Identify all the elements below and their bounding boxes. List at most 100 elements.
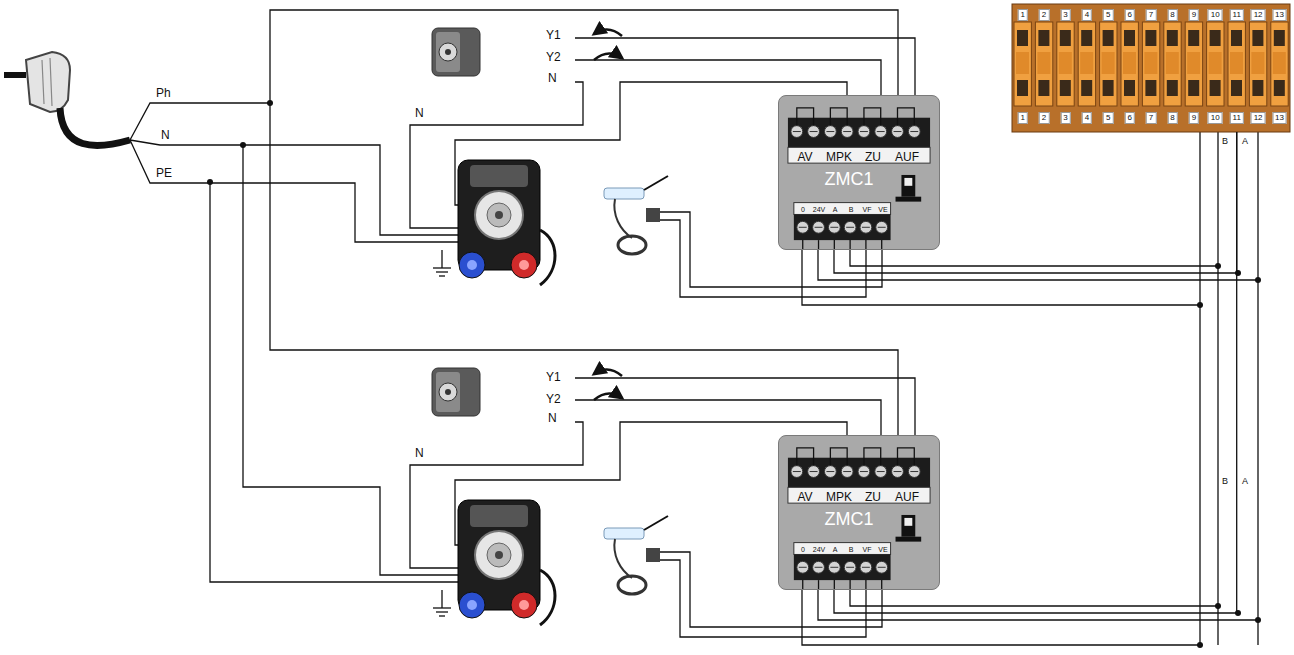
terminal-number: 3	[1060, 9, 1070, 21]
terminal-part	[864, 108, 881, 126]
terminal-number: 6	[1124, 9, 1134, 21]
terminal-strip	[1145, 30, 1156, 46]
terminal-label: VE	[878, 206, 887, 213]
terminal-strip	[1164, 22, 1181, 106]
terminal-strip	[1078, 22, 1095, 106]
terminal-strip	[1251, 52, 1264, 74]
terminal-part	[799, 567, 807, 568]
junction-dot	[207, 179, 213, 185]
terminal-part	[813, 221, 825, 233]
terminal-label: AV	[797, 491, 812, 503]
terminal-part	[908, 126, 920, 138]
controller-box: AVMPKZUAUFZMC1024VABVFVE	[778, 435, 940, 590]
terminal-strip	[1081, 80, 1092, 96]
terminal-part	[824, 126, 836, 138]
terminal-part	[828, 561, 840, 573]
terminal-number: 1	[1017, 9, 1027, 21]
terminal-label: 24V	[813, 546, 825, 553]
terminal-part	[830, 227, 838, 228]
terminal-part	[810, 471, 818, 472]
terminal-part	[844, 221, 856, 233]
terminal-part	[897, 108, 914, 126]
terminal-part	[818, 240, 819, 249]
terminal-part	[896, 197, 922, 202]
terminal-number: 4	[1082, 112, 1092, 124]
terminal-number: 3	[1060, 112, 1070, 124]
terminal-number: 9	[1189, 112, 1199, 124]
mains-wire	[130, 10, 1258, 645]
terminal-number: 8	[1167, 112, 1177, 124]
terminal-part	[830, 567, 838, 568]
terminal-part	[834, 580, 835, 589]
terminal-part	[877, 471, 885, 472]
terminal-strip: 1234567891011121312345678910111213	[1012, 4, 1290, 132]
terminal-label: 0	[801, 546, 805, 553]
terminal-part	[797, 221, 809, 233]
terminal-label: ZU	[865, 491, 881, 503]
terminal-strip	[1231, 80, 1242, 96]
upper-unit	[410, 28, 1261, 308]
mains-wire	[1217, 130, 1218, 645]
terminal-label: VE	[878, 546, 887, 553]
terminal-part	[830, 108, 847, 126]
terminal-part	[810, 131, 818, 132]
terminal-part	[808, 126, 820, 138]
mains-wire	[243, 145, 470, 575]
terminal-strip	[1016, 52, 1029, 74]
terminal-part	[794, 203, 891, 215]
terminal-part	[904, 518, 912, 526]
terminal-number: 10	[1208, 112, 1223, 124]
terminal-strip	[1123, 52, 1136, 74]
mains-plug	[4, 72, 26, 78]
terminal-label: ZU	[865, 151, 881, 163]
junction-dot	[267, 100, 273, 106]
terminal-part	[875, 126, 887, 138]
terminal-label: B	[849, 546, 854, 553]
terminal-strip	[1037, 52, 1050, 74]
wire-label: PE	[155, 166, 173, 180]
bus-label: B	[1221, 476, 1229, 487]
terminal-label: MPK	[826, 491, 852, 503]
mains-plug	[60, 108, 130, 145]
mains-wire	[1257, 130, 1258, 645]
terminal-part	[860, 561, 872, 573]
terminal-label: VF	[863, 206, 872, 213]
terminal-part	[892, 466, 904, 478]
terminal-strip	[1167, 30, 1178, 46]
terminal-part	[860, 221, 872, 233]
terminal-part	[794, 214, 891, 240]
terminal-number: 7	[1146, 112, 1156, 124]
terminal-strip	[1012, 4, 1290, 132]
terminal-part	[826, 131, 834, 132]
mains-wire	[270, 10, 898, 103]
terminal-part	[802, 240, 803, 249]
terminal-part	[818, 580, 819, 589]
terminal-part	[788, 458, 930, 488]
mains-wire	[210, 182, 470, 582]
terminal-part	[794, 543, 891, 555]
terminal-part	[844, 561, 856, 573]
terminal-label: B	[849, 206, 854, 213]
terminal-part	[910, 131, 918, 132]
terminal-strip	[1080, 52, 1093, 74]
terminal-strip	[1249, 22, 1266, 106]
terminal-number: 1	[1017, 112, 1027, 124]
terminal-strip	[1166, 52, 1179, 74]
terminal-part	[802, 580, 803, 589]
terminal-strip	[1012, 4, 1290, 132]
terminal-part	[843, 471, 851, 472]
terminal-strip	[1060, 80, 1071, 96]
terminal-label: AV	[797, 151, 812, 163]
terminal-strip	[1188, 80, 1199, 96]
terminal-part	[799, 227, 807, 228]
device-name: ZMC1	[825, 510, 874, 528]
terminal-strip	[1057, 22, 1074, 106]
terminal-part	[894, 131, 902, 132]
mains-wire	[130, 140, 470, 242]
terminal-part	[828, 221, 840, 233]
terminal-part	[797, 561, 809, 573]
terminal-number: 6	[1124, 112, 1134, 124]
terminal-part	[877, 131, 885, 132]
terminal-number: 8	[1167, 9, 1177, 21]
